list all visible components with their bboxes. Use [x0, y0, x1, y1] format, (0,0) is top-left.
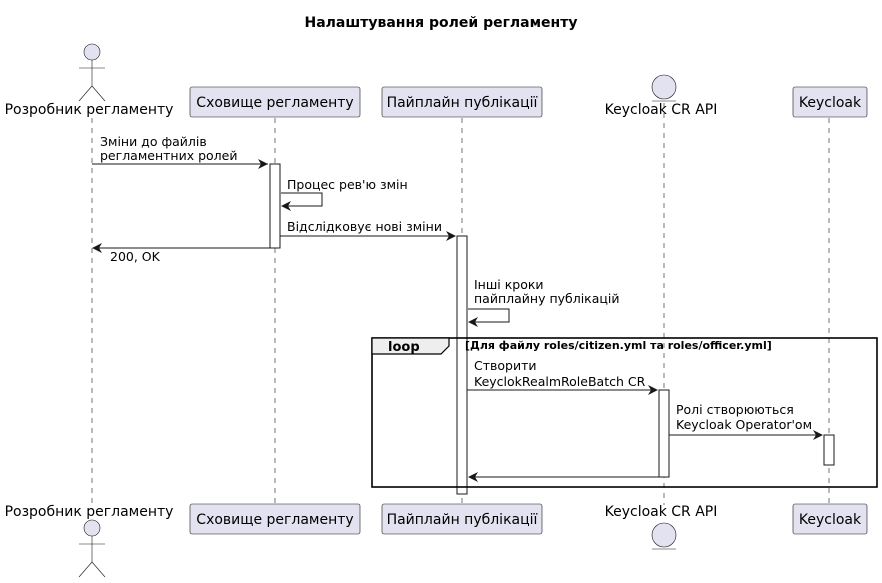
message-roles-created: Ролі створюються Keycloak Operator'ом — [669, 402, 823, 440]
message-tracks-new-changes: Відслідковує нові зміни — [280, 219, 456, 241]
message-return — [468, 472, 659, 482]
message-label: KeyclokRealmRoleBatch CR — [474, 374, 646, 389]
message-200-ok: 200, OK — [92, 243, 270, 264]
participant-label: Розробник регламенту — [5, 504, 174, 520]
activation-pipeline — [456, 235, 468, 495]
keycloak-participant-bottom: Keycloak — [792, 503, 868, 535]
participant-label: Пайплайн публікації — [387, 512, 538, 528]
participant-label: Сховище регламенту — [196, 95, 353, 111]
participant-label: Розробник регламенту — [5, 102, 174, 118]
developer-actor-bottom: Розробник регламенту — [5, 504, 174, 578]
participant-label: Keycloak — [799, 512, 862, 528]
message-review-process: Процес рев'ю змін — [281, 177, 408, 211]
pipeline-participant-bottom: Пайплайн публікації — [381, 503, 543, 535]
message-label: Keycloak Operator'ом — [676, 417, 812, 432]
message-label: 200, OK — [110, 249, 161, 264]
message-label: Ролі створюються — [676, 402, 794, 417]
entity-icon — [651, 74, 677, 102]
actor-figure-icon — [78, 519, 106, 578]
diagram-title: Налаштування ролей регламенту — [305, 15, 578, 31]
message-create-cr: Створити KeyclokRealmRoleBatch CR — [467, 358, 658, 395]
activation-keycloak-cr-api — [658, 389, 670, 478]
message-label: Процес рев'ю змін — [287, 177, 408, 192]
loop-keyword: loop — [388, 340, 420, 355]
participant-label: Сховище регламенту — [196, 512, 353, 528]
repository-participant-top: Сховище регламенту — [189, 86, 361, 118]
participant-label: Keycloak CR API — [605, 504, 718, 520]
message-label: Інші кроки — [474, 277, 544, 292]
participant-label: Keycloak — [799, 95, 862, 111]
message-label: регламентних ролей — [100, 148, 237, 163]
message-changes-to-files: Зміни до файлів регламентних ролей — [92, 134, 268, 169]
actor-figure-icon — [78, 43, 106, 102]
pipeline-participant-top: Пайплайн публікації — [381, 86, 543, 118]
loop-condition: [Для файлу roles/citizen.yml та roles/of… — [465, 339, 772, 352]
activation-repository — [269, 163, 281, 249]
keycloak-cr-api-entity-top: Keycloak CR API — [605, 74, 718, 118]
message-label: Зміни до файлів — [100, 134, 207, 149]
message-label: Створити — [474, 358, 537, 373]
loop-frame: loop [Для файлу roles/citizen.yml та rol… — [371, 337, 878, 488]
message-label: пайплайну публікацій — [474, 291, 620, 306]
keycloak-cr-api-entity-bottom: Keycloak CR API — [605, 504, 718, 550]
repository-participant-bottom: Сховище регламенту — [189, 503, 361, 535]
entity-icon — [651, 522, 677, 550]
participant-label: Keycloak CR API — [605, 102, 718, 118]
message-label: Відслідковує нові зміни — [287, 219, 442, 234]
developer-actor-top: Розробник регламенту — [5, 43, 174, 118]
activation-keycloak — [823, 434, 835, 466]
participant-label: Пайплайн публікації — [387, 95, 538, 111]
message-other-pipeline-steps: Інші кроки пайплайну публікацій — [468, 277, 620, 327]
keycloak-participant-top: Keycloak — [792, 86, 868, 118]
